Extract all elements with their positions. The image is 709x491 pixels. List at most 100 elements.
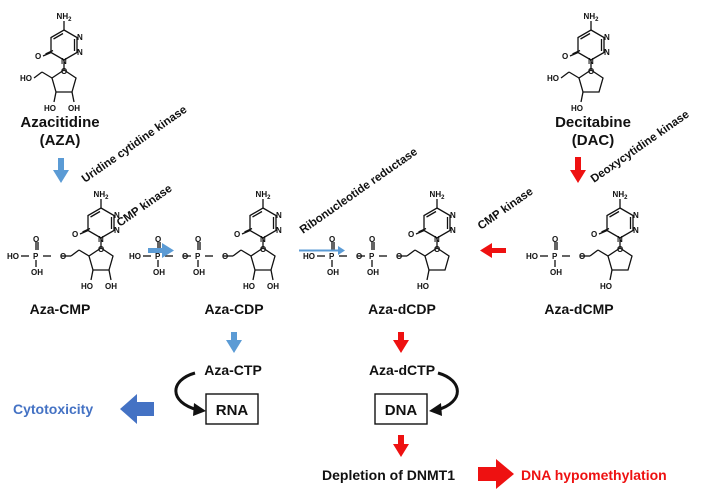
arrow-dna-to-depletion xyxy=(393,435,409,457)
dna-box-label: DNA xyxy=(385,402,418,419)
aza-dcdp-label: Aza-dCDP xyxy=(368,301,436,317)
ring-n-label: N xyxy=(450,211,456,220)
decitabine-abbr: (DAC) xyxy=(572,132,615,149)
nh2-subscript: 2 xyxy=(595,17,599,23)
aza-ctp-label: Aza-CTP xyxy=(204,362,262,378)
phosphate-oh-label: OH xyxy=(550,268,562,277)
nh2-subscript: 2 xyxy=(105,195,109,201)
ring-o-label: O xyxy=(98,245,104,254)
curve-arrow-ctp-to-rna xyxy=(174,371,206,416)
hydroxyl-label: HO xyxy=(571,104,583,113)
hydroxyl-label: OH xyxy=(267,282,279,291)
hydroxyl-label: HO xyxy=(600,282,612,291)
hydroxyl-label: HO xyxy=(20,74,32,83)
phosphate-o-label: O xyxy=(552,235,558,244)
nh2-group-label: NH2 xyxy=(613,190,629,201)
cmp-kinase-left-label: CMP kinase xyxy=(115,183,175,230)
hydroxyl-label: HO xyxy=(417,282,429,291)
ring-o-label: O xyxy=(588,67,594,76)
arrow-dcdp-to-dctp xyxy=(393,332,409,353)
cytotoxicity-label: Cytotoxicity xyxy=(13,401,93,417)
hydroxyl-label: HO xyxy=(81,282,93,291)
phosphate-oh-label: OH xyxy=(153,268,165,277)
ester-o-label: O xyxy=(182,252,188,261)
ring-n-label: N xyxy=(276,226,282,235)
hydroxyl-label: HO xyxy=(44,104,56,113)
ring-n-label: N xyxy=(604,33,610,42)
decitabine-label: Decitabine xyxy=(555,114,631,131)
ester-o-label: O xyxy=(60,252,66,261)
ring-n-label: N xyxy=(604,48,610,57)
nh2-subscript: 2 xyxy=(68,17,72,23)
ring-n-label: N xyxy=(77,48,83,57)
nh2-group-label: NH2 xyxy=(94,190,110,201)
phosphate-ho-label: HO xyxy=(526,252,538,261)
phosphate-o-label: O xyxy=(33,235,39,244)
ester-o-label: O xyxy=(356,252,362,261)
nh2-group-label: NH2 xyxy=(256,190,272,201)
ring-n-label: N xyxy=(77,33,83,42)
hydroxyl-label: OH xyxy=(68,104,80,113)
phosphate-o-label: O xyxy=(369,235,375,244)
hydroxyl-label: HO xyxy=(547,74,559,83)
ring-n-label: N xyxy=(434,235,440,244)
aza-dcmp-label: Aza-dCMP xyxy=(544,301,613,317)
ring-n-label: N xyxy=(114,226,120,235)
arrow-to-cytotoxicity xyxy=(120,394,154,424)
arrow-dac-to-dcmp xyxy=(570,157,586,183)
ring-o-label: O xyxy=(617,245,623,254)
ring-n-label: N xyxy=(98,235,104,244)
dna-box: DNA xyxy=(374,393,428,425)
hydroxyl-label: HO xyxy=(243,282,255,291)
hypomethylation-label: DNA hypomethylation xyxy=(521,467,667,483)
nh2-subscript: 2 xyxy=(624,195,628,201)
ring-n-label: N xyxy=(114,211,120,220)
ring-n-label: N xyxy=(260,235,266,244)
phosphate-o-label: O xyxy=(155,235,161,244)
ring-n-label: N xyxy=(450,226,456,235)
phosphate-oh-label: OH xyxy=(31,268,43,277)
ring-n-label: N xyxy=(588,57,594,66)
aza-cmp-label: Aza-CMP xyxy=(30,301,91,317)
arrow-cdp-to-dcdp xyxy=(299,246,345,255)
nh2-subscript: 2 xyxy=(267,195,271,201)
ring-n-label: N xyxy=(633,226,639,235)
phosphate-oh-label: OH xyxy=(193,268,205,277)
phosphorus-label: P xyxy=(552,252,558,261)
ring-n-label: N xyxy=(61,57,67,66)
phosphorus-label: P xyxy=(195,252,201,261)
ester-o-label: O xyxy=(222,252,228,261)
arrow-dcmp-to-dcdp xyxy=(480,243,506,258)
ribonucleotide-reductase-label: Ribonucleotide reductase xyxy=(298,146,420,236)
nh2-group-label: NH2 xyxy=(57,12,73,23)
aza-cdp-label: Aza-CDP xyxy=(204,301,263,317)
rna-box-label: RNA xyxy=(216,402,249,419)
arrow-aza-to-cmp xyxy=(53,158,69,183)
carbonyl-o-label: O xyxy=(591,230,597,239)
carbonyl-o-label: O xyxy=(562,52,568,61)
aza-dctp-label: Aza-dCTP xyxy=(369,362,435,378)
ester-o-label: O xyxy=(396,252,402,261)
nh2-group-label: NH2 xyxy=(584,12,600,23)
phosphorus-label: P xyxy=(369,252,375,261)
arrow-cmp-to-cdp xyxy=(148,243,174,258)
depletion-label: Depletion of DNMT1 xyxy=(322,467,455,483)
phosphorus-label: P xyxy=(329,252,335,261)
phosphate-o-label: O xyxy=(329,235,335,244)
azacitidine-abbr: (AZA) xyxy=(40,132,81,149)
ester-o-label: O xyxy=(579,252,585,261)
phosphate-o-label: O xyxy=(195,235,201,244)
ring-o-label: O xyxy=(260,245,266,254)
carbonyl-o-label: O xyxy=(72,230,78,239)
phosphate-ho-label: HO xyxy=(7,252,19,261)
phosphorus-label: P xyxy=(155,252,161,261)
rna-box: RNA xyxy=(205,393,259,425)
phosphate-oh-label: OH xyxy=(367,268,379,277)
